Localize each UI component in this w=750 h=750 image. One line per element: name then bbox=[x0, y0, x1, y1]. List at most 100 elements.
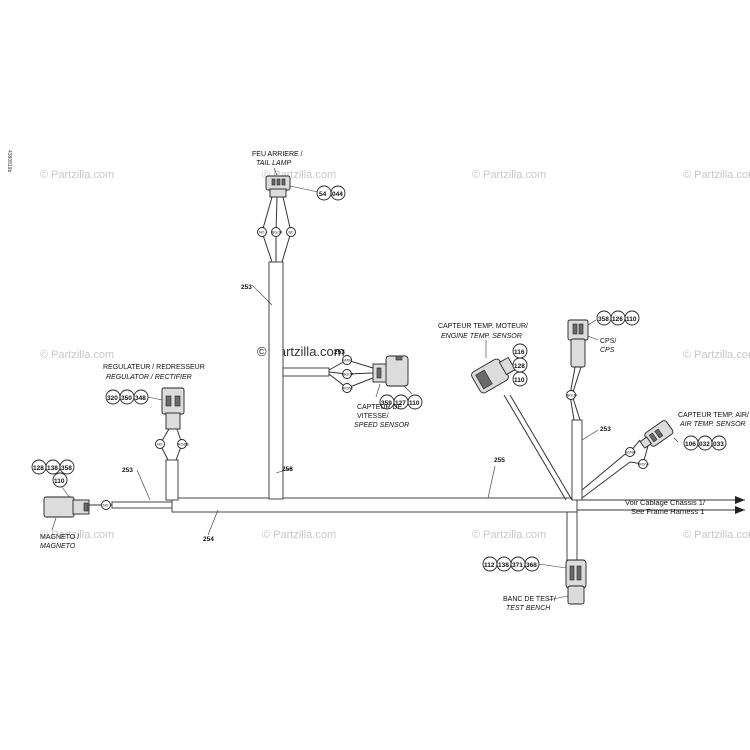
pin-label-bubble bbox=[286, 227, 296, 237]
part-ref: 110 bbox=[514, 377, 525, 384]
engine-temp-label-en: ENGINE TEMP. SENSOR bbox=[441, 333, 522, 340]
pin-label: VI/BC bbox=[343, 359, 353, 363]
test-bench-connector bbox=[565, 559, 587, 589]
part-ref-bubble bbox=[330, 185, 346, 201]
part-ref: 127 bbox=[395, 400, 406, 407]
pin-label-bubble bbox=[342, 369, 352, 379]
part-ref: 106 bbox=[685, 441, 696, 448]
regulator-connector-body bbox=[165, 412, 181, 430]
tail-lamp-label-en: TAIL LAMP bbox=[256, 160, 291, 167]
test-bench-connector-body bbox=[567, 585, 585, 605]
pin-icon bbox=[475, 369, 493, 390]
leader-line bbox=[587, 319, 597, 326]
segment-label: 255 bbox=[494, 457, 505, 464]
watermark-group: © Partzilla.com © Partzilla.com © Partzi… bbox=[40, 169, 750, 541]
leader-line bbox=[289, 185, 319, 193]
pin-label-bubble bbox=[257, 227, 267, 237]
watermark: © Partzilla.com bbox=[683, 529, 750, 541]
watermark: © Partzilla.com bbox=[472, 529, 546, 541]
leader-line bbox=[375, 383, 381, 398]
part-ref: 044 bbox=[332, 191, 343, 198]
watermark: © Partzilla.com bbox=[40, 349, 114, 361]
tail-lamp-label-fr: FEU ARRIERE / bbox=[252, 151, 303, 158]
part-ref: 138 bbox=[47, 465, 58, 472]
pin-label-bubble bbox=[155, 439, 165, 449]
part-ref-bubble bbox=[512, 371, 528, 387]
pin-icon bbox=[174, 395, 181, 407]
arrow-icon bbox=[735, 506, 745, 514]
watermark: © Partzilla.com bbox=[40, 529, 114, 541]
air-temp-label-fr: CAPTEUR TEMP. AIR/ bbox=[678, 412, 749, 419]
harness-wire bbox=[509, 394, 573, 501]
engine-temp-component: CAPTEUR TEMP. MOTEUR/ ENGINE TEMP. SENSO… bbox=[438, 323, 528, 394]
pin-label-bubble bbox=[566, 390, 576, 400]
engine-temp-connector bbox=[471, 356, 516, 394]
part-ref: 033 bbox=[713, 441, 724, 448]
magneto-component: 128 138 358 110 NO MAGNETO / MAGNETO bbox=[31, 459, 112, 550]
leader-line bbox=[51, 517, 57, 531]
pin-label: BG/JA bbox=[567, 394, 578, 398]
cps-label-fr: CPS/ bbox=[600, 338, 616, 345]
pin-label-bubble bbox=[177, 439, 187, 449]
part-ref: 320 bbox=[107, 395, 118, 402]
air-temp-label-en: AIR TEMP. SENSOR bbox=[679, 421, 746, 428]
part-ref: 348 bbox=[135, 395, 146, 402]
leader-line bbox=[547, 595, 569, 601]
pin-label-bubble bbox=[101, 500, 111, 510]
pin-icon bbox=[281, 178, 286, 186]
arrow-icon bbox=[735, 496, 745, 504]
part-ref: 116 bbox=[514, 349, 525, 356]
segment-label: 258 bbox=[282, 466, 293, 473]
harness-wire bbox=[503, 394, 567, 501]
leader-line bbox=[273, 167, 278, 176]
pin-icon bbox=[271, 178, 276, 186]
pin-label-bubble bbox=[625, 447, 635, 457]
pin-icon bbox=[576, 565, 582, 581]
part-ref: 358 bbox=[598, 316, 609, 323]
test-bench-label-fr: BANC DE TEST/ bbox=[503, 596, 556, 603]
air-temp-connector-tail bbox=[639, 436, 652, 449]
watermark: © Partzilla.com bbox=[40, 169, 114, 181]
segment-label: 253 bbox=[600, 426, 611, 433]
leader-line bbox=[275, 467, 293, 474]
part-ref: 110 bbox=[626, 316, 637, 323]
harness-trunk bbox=[171, 497, 578, 513]
frame-harness-note: Voir Câblage Châssis 1/ See Frame Harnes… bbox=[625, 498, 706, 516]
magneto-connector bbox=[43, 496, 75, 518]
harness-segment bbox=[566, 511, 578, 561]
air-temp-component: CAPTEUR TEMP. AIR/ AIR TEMP. SENSOR VI/N… bbox=[623, 412, 749, 469]
part-ref: 110 bbox=[409, 400, 420, 407]
pin-icon bbox=[569, 565, 575, 581]
pin-label: BG/JA bbox=[343, 373, 354, 377]
engine-temp-connector-tail bbox=[498, 356, 516, 376]
pin-label: NO bbox=[103, 504, 109, 508]
leader-line bbox=[403, 385, 413, 395]
main-harness bbox=[111, 261, 745, 561]
pin-icon bbox=[165, 395, 172, 407]
leader-line bbox=[251, 284, 273, 306]
harness-segment bbox=[282, 367, 330, 377]
part-ref-bubble bbox=[59, 459, 75, 475]
part-ref: 54 bbox=[319, 191, 327, 198]
pin-label-bubble bbox=[271, 227, 281, 237]
pin-label: VI/NO bbox=[626, 451, 636, 455]
part-ref: 110 bbox=[54, 478, 65, 485]
part-ref: 138 bbox=[498, 562, 509, 569]
part-ref-bubble bbox=[52, 472, 68, 488]
pin-icon bbox=[83, 502, 89, 512]
speed-sensor-component: VI/BC BG/JA RO/VI 359 127 110 CAPTEUR DE… bbox=[328, 355, 423, 429]
pin-icon bbox=[648, 432, 658, 443]
part-ref: 112 bbox=[484, 562, 495, 569]
part-ref: 128 bbox=[33, 465, 44, 472]
harness-segment bbox=[165, 459, 179, 501]
pin-label: BG/JA bbox=[272, 231, 283, 235]
harness-wire bbox=[581, 454, 625, 491]
magneto-label-fr: MAGNETO / bbox=[40, 534, 79, 541]
regulator-label-fr: REGULATEUR / REDRESSEUR bbox=[103, 364, 205, 371]
part-ref: 358 bbox=[61, 465, 72, 472]
part-ref: 359 bbox=[381, 400, 392, 407]
leader-line bbox=[207, 509, 219, 536]
segment-label: 253 bbox=[122, 467, 133, 474]
part-ref: 032 bbox=[699, 441, 710, 448]
